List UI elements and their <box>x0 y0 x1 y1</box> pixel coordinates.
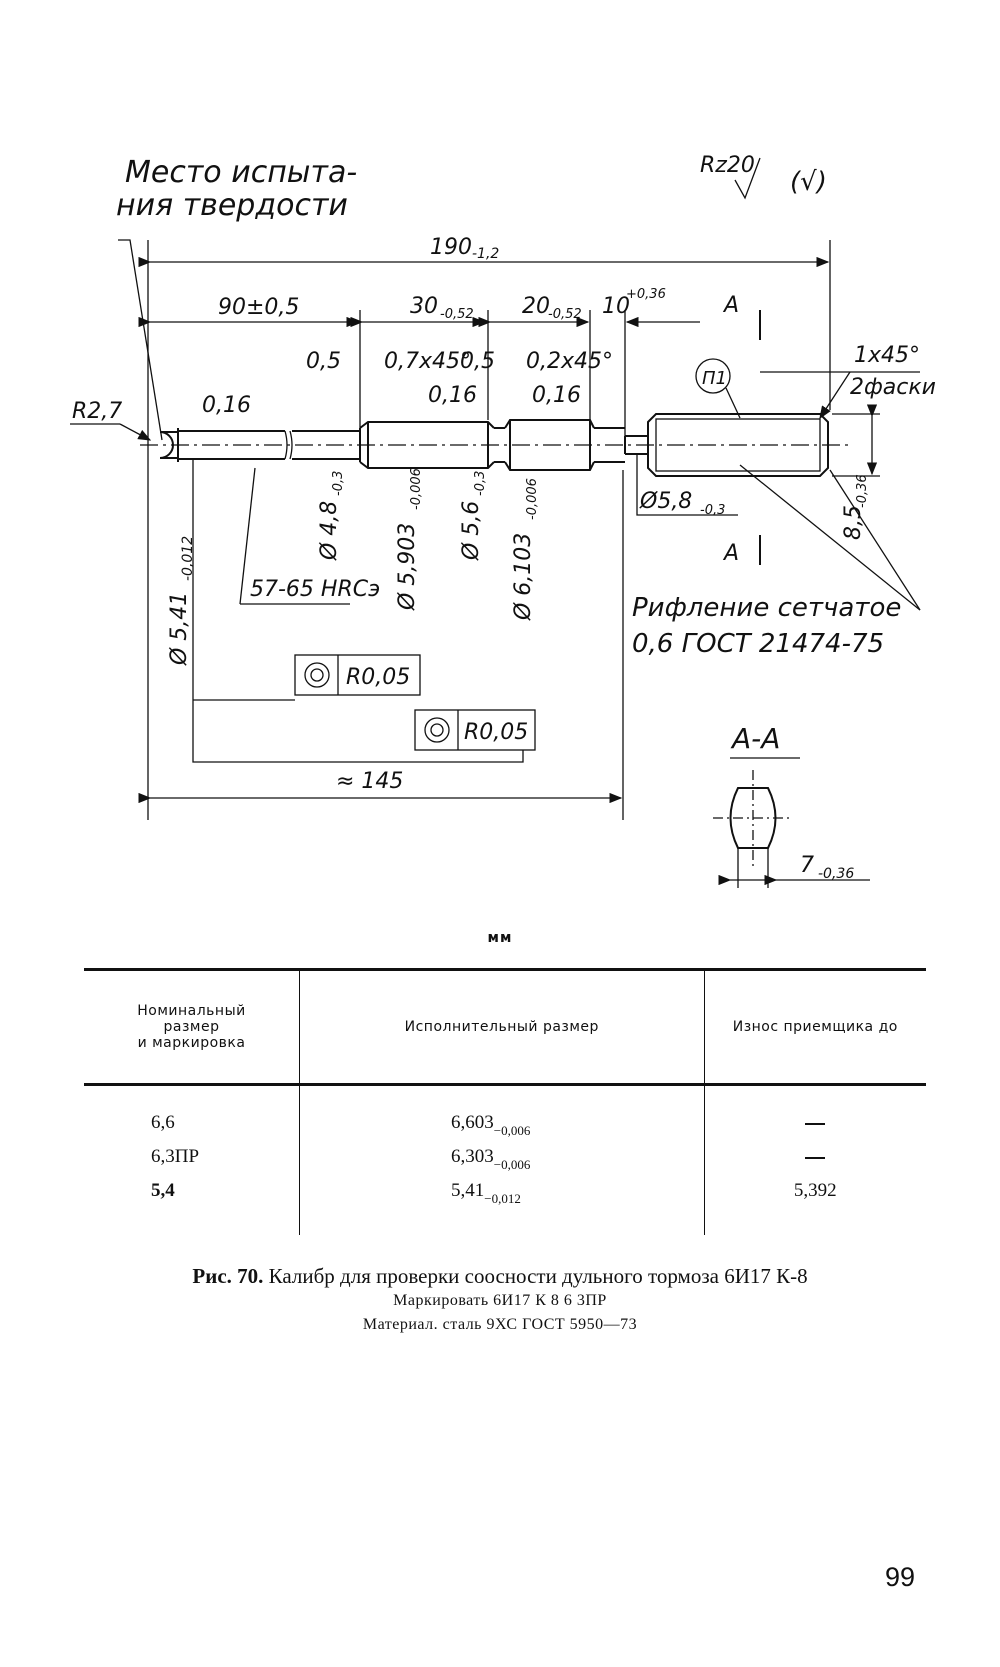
dim-30: 30 <box>410 294 438 319</box>
dim-90: 90±0,5 <box>218 295 299 320</box>
header-exec-size: Исполнительный размер <box>299 969 705 1086</box>
figure-caption: Рис. 70. Калибр для проверки соосности д… <box>0 1264 1000 1289</box>
wear-column: 5,392 <box>703 1084 926 1235</box>
sizes-table: Номинальный размер и маркировка Исполнит… <box>84 968 926 1235</box>
section-mark-top: A <box>722 293 739 318</box>
size-tolerance: −0,006 <box>493 1157 531 1172</box>
figure-title: Калибр для проверки соосности дульного т… <box>268 1264 808 1288</box>
table-cell-nominal: 6,3ПР <box>151 1146 200 1167</box>
header-wear: Износ приемщика до <box>703 969 926 1086</box>
exec-size-column: 6,603−0,006 6,303−0,006 5,41−0,012 <box>299 1084 705 1235</box>
hardness-note-line2: ния твердости <box>116 188 348 223</box>
table-cell-wear-empty <box>706 1140 925 1174</box>
runout-tolerance-2: R0,05 <box>464 720 528 745</box>
nominal-column: 6,6 6,3ПР 5,4 <box>84 1085 300 1236</box>
dim-gap-016-1: 0,16 <box>202 393 251 418</box>
dim-chamfer-02x45: 0,2x45° <box>526 349 613 374</box>
size-value: 6,603 <box>451 1112 494 1133</box>
page-number: 99 <box>885 1562 916 1592</box>
dim-overall-tol: -1,2 <box>472 246 499 262</box>
size-value: 6,303 <box>451 1146 494 1167</box>
header-nominal-line1: Номинальный <box>137 1003 246 1019</box>
units-label: мм <box>487 930 513 946</box>
surface-mark-p1: П1 <box>702 368 727 389</box>
dash-mark <box>805 1156 826 1159</box>
dim-gap-016-2: 0,16 <box>428 383 477 408</box>
size-tolerance: −0,012 <box>484 1191 521 1206</box>
dim-dia-56: Ø 5,6 <box>459 501 484 561</box>
header-nominal: Номинальный размер и маркировка <box>84 969 300 1086</box>
dim-section-width: 7 <box>800 853 814 878</box>
header-nominal-line3: и маркировка <box>137 1035 246 1051</box>
section-mark-bottom: A <box>722 541 739 566</box>
dim-dia-541-tol: -0,012 <box>180 536 196 581</box>
dim-10-tol: +0,36 <box>626 287 666 302</box>
figure-label: Рис. 70. <box>192 1264 264 1288</box>
figure-material: Материал. сталь 9ХС ГОСТ 5950—73 <box>362 1316 638 1333</box>
dim-20-tol: -0,52 <box>548 307 582 322</box>
table-body: 6,6 6,3ПР 5,4 6,603−0,006 6,303−0,006 5,… <box>84 1084 926 1236</box>
section-title: A-A <box>730 722 780 755</box>
dim-30-tol: -0,52 <box>440 307 474 322</box>
hardness-value: 57-65 HRCэ <box>250 577 380 602</box>
dim-20: 20 <box>522 294 550 319</box>
dim-10: 10 <box>602 294 630 319</box>
dim-dia-48: Ø 4,8 <box>317 501 342 561</box>
table-cell-size: 5,41−0,012 <box>301 1174 703 1208</box>
dim-chamfer-07x45: 0,7x45° <box>384 349 471 374</box>
table-cell-wear-empty <box>706 1106 925 1140</box>
dim-overall: 190 <box>430 235 472 260</box>
knurl-note-line2: 0,6 ГОСТ 21474-75 <box>632 629 884 659</box>
dim-dia-541: Ø 5,41 <box>167 592 192 666</box>
dim-dia-48-tol: -0,3 <box>331 471 346 496</box>
header-nominal-line2: размер <box>163 1019 220 1035</box>
technical-drawing: Место испыта- ния твердости Rz20 (√) 190… <box>70 153 936 888</box>
gauge-part <box>140 413 850 477</box>
dim-gap-05-2: 0,5 <box>460 349 495 374</box>
dim-dia-5903: Ø 5,903 <box>395 523 420 611</box>
dim-radius-tip: R2,7 <box>72 399 122 424</box>
dim-gap-05-1: 0,5 <box>306 349 341 374</box>
table-cell-size: 6,603−0,006 <box>301 1106 703 1140</box>
size-value: 5,41 <box>451 1180 485 1201</box>
dim-gap-016-3: 0,16 <box>532 383 581 408</box>
knurl-note-line1: Рифление сетчатое <box>632 593 901 623</box>
dim-chamfer-1x45: 1x45° <box>854 343 920 368</box>
table-cell-nominal: 5,4 <box>151 1180 175 1201</box>
dim-85: 8,5 <box>841 505 866 540</box>
dim-dia-58-tol: -0,3 <box>700 503 725 518</box>
runout-tolerance-1: R0,05 <box>346 665 410 690</box>
table-cell-wear: 5,392 <box>793 1180 837 1201</box>
table-cell-size: 6,303−0,006 <box>301 1140 703 1174</box>
table-header-row: Номинальный размер и маркировка Исполнит… <box>84 969 926 1086</box>
dim-dia-58: Ø5,8 <box>639 489 692 514</box>
drawing-annotations: Место испыта- ния твердости Rz20 (√) 190… <box>70 153 936 882</box>
size-tolerance: −0,006 <box>493 1123 531 1138</box>
hardness-note-line1: Место испыта- <box>125 155 357 190</box>
dim-dia-6103: Ø 6,103 <box>511 533 536 621</box>
figure-marking: Маркировать 6И17 К 8 6 3ПР <box>393 1292 607 1309</box>
table-cell-nominal: 6,6 <box>151 1112 175 1133</box>
dim-dia-5903-tol: -0,006 <box>409 468 424 510</box>
dimension-lines <box>118 239 921 888</box>
roughness-other-mark: (√) <box>790 167 827 197</box>
dim-dia-6103-tol: -0,006 <box>525 478 540 520</box>
dim-approx-145: ≈ 145 <box>336 769 403 794</box>
dim-85-tol: -0,36 <box>855 474 870 508</box>
dim-section-width-tol: -0,36 <box>818 866 854 882</box>
dim-dia-56-tol: -0,3 <box>473 471 488 496</box>
roughness-mark: Rz20 <box>700 153 755 178</box>
dash-mark <box>805 1122 826 1125</box>
dim-chamfer-count: 2фаски <box>850 375 936 400</box>
